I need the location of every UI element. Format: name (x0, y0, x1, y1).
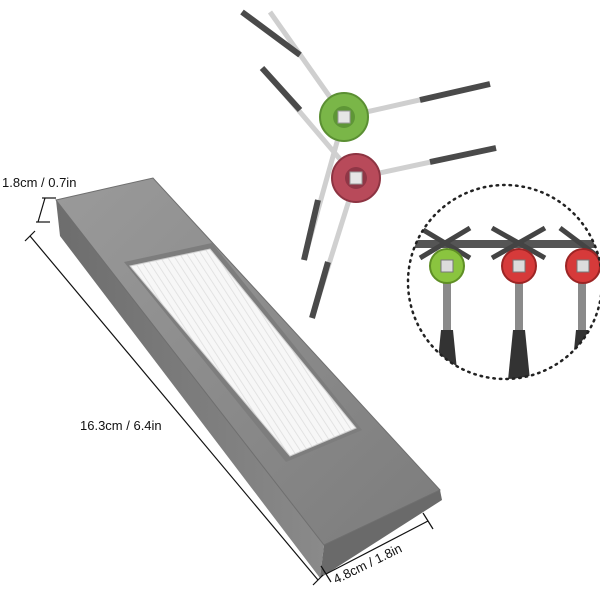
filter-media (129, 248, 357, 457)
detail-zoom-circle (406, 183, 600, 381)
zoom-circle-border (406, 183, 600, 381)
side-brush-green (240, 9, 491, 261)
length-label: 16.3cm / 6.4in (80, 418, 162, 433)
hepa-filter (55, 177, 442, 578)
filter-side-face (56, 200, 324, 578)
dimension-length: 16.3cm / 6.4in (24, 230, 324, 586)
filter-end-face (320, 490, 442, 578)
side-brush-red (259, 65, 497, 319)
dimension-height: 1.8cm / 0.7in (2, 175, 76, 223)
height-label: 1.8cm / 0.7in (2, 175, 76, 190)
